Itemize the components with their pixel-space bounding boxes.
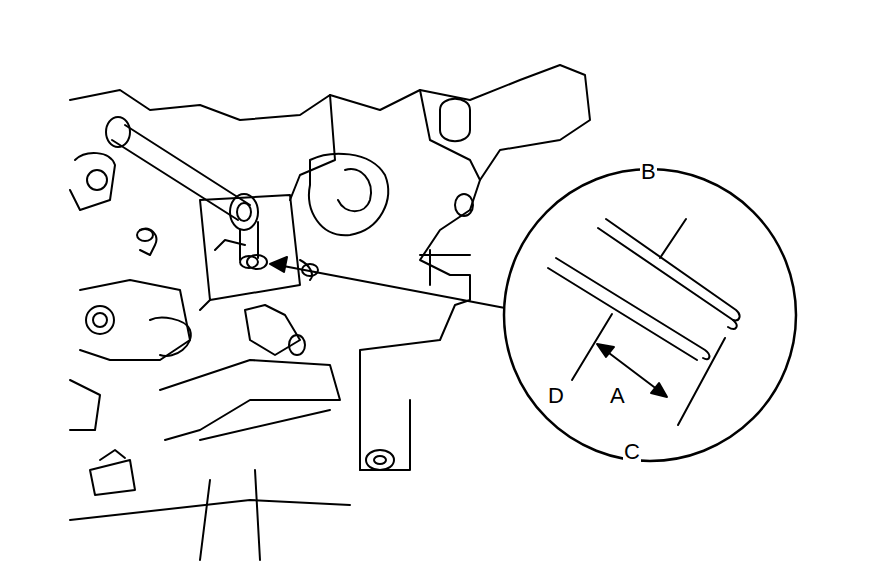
callout-letter: A: [609, 385, 626, 407]
detail-circle: [504, 169, 796, 461]
arrowhead: [270, 257, 287, 272]
callout-arrow: [278, 265, 505, 308]
callout-letter: D: [547, 385, 565, 407]
detail-lines: [548, 219, 740, 425]
callout-letter: C: [623, 441, 641, 463]
callout-letter: B: [640, 161, 657, 183]
dimension-arrow: [597, 344, 667, 397]
